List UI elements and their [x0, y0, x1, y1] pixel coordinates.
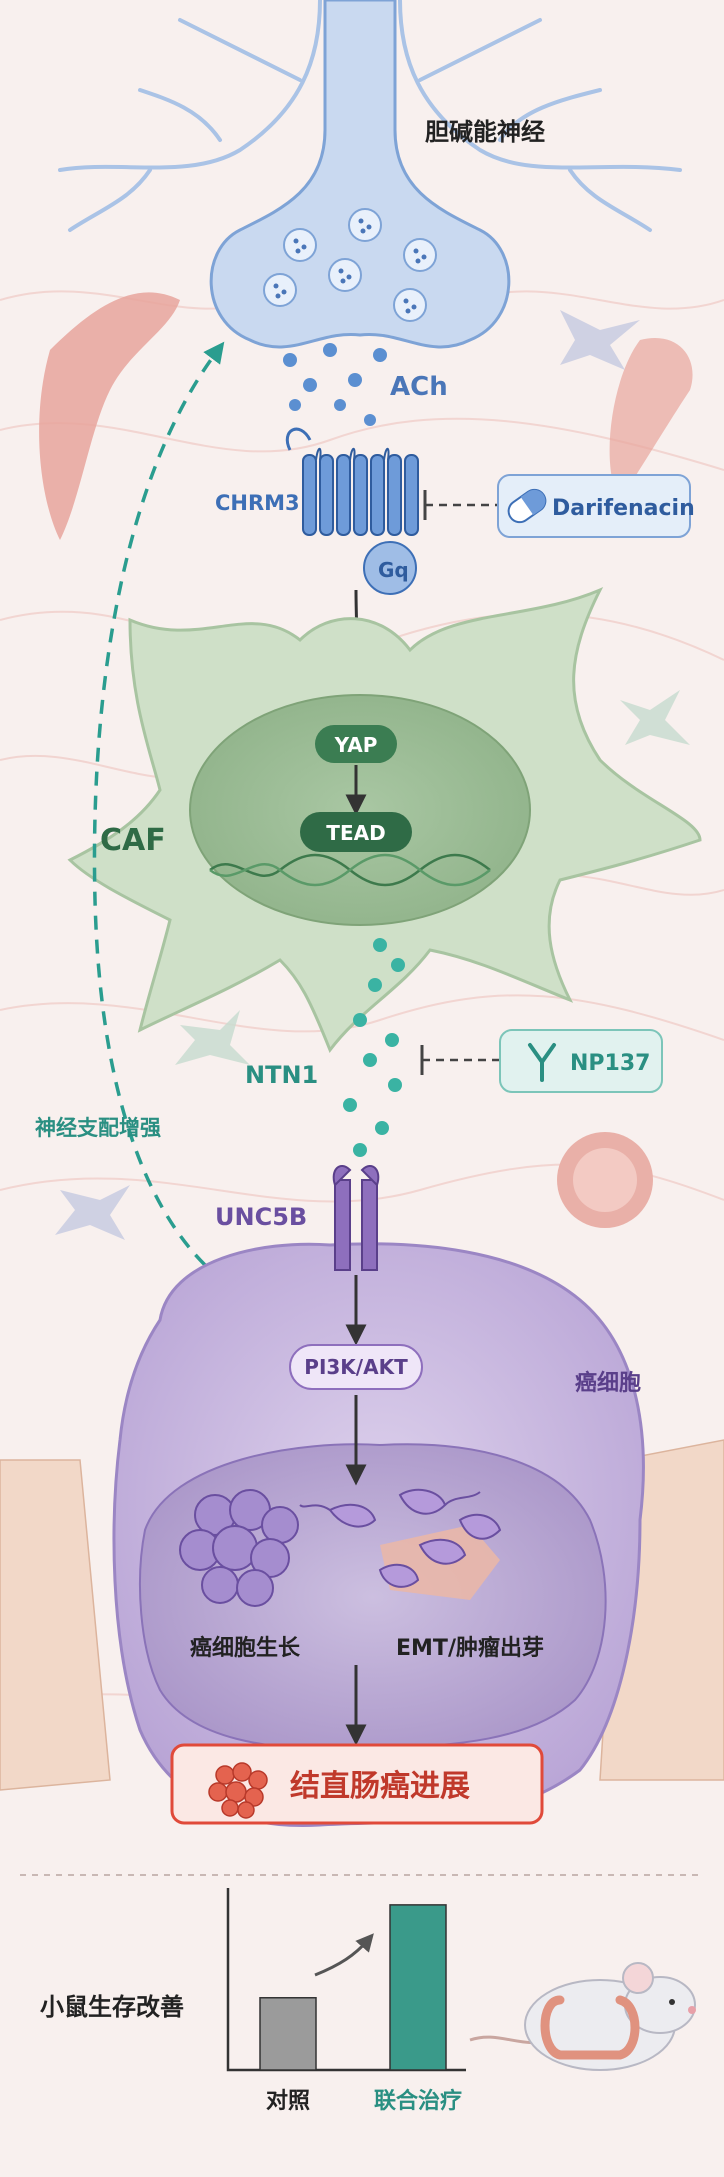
unc5b-receptor	[332, 1165, 380, 1271]
growth-label: 癌细胞生长	[190, 1635, 301, 1661]
emt-label: EMT/肿瘤出芽	[396, 1635, 544, 1661]
chrm3-label: CHRM3	[215, 491, 300, 515]
survival-bar-label: 联合治疗	[374, 2088, 462, 2114]
progression-label: 结直肠癌进展	[290, 1769, 470, 1804]
yap-label: YAP	[334, 733, 378, 757]
np137-box	[499, 1029, 663, 1093]
survival-bar-label: 对照	[266, 2089, 310, 2114]
innervation-label: 神经支配增强	[35, 1116, 161, 1140]
survival-bar-combination	[389, 1904, 447, 2071]
cancer-cell-label: 癌细胞	[575, 1370, 641, 1396]
pi3k-label: PI3K/AKT	[304, 1355, 408, 1379]
mouse-icon	[469, 1962, 696, 2071]
caf-label: CAF	[100, 823, 166, 858]
ntn1-label: NTN1	[245, 1061, 318, 1089]
red-blood-cell	[557, 1132, 653, 1228]
ach-label: ACh	[390, 372, 448, 402]
chrm3-receptor	[285, 427, 419, 595]
blood-vessel	[39, 292, 693, 540]
survival-title: 小鼠生存改善	[40, 1993, 184, 2021]
progression-box	[170, 1743, 544, 1825]
tead-label: TEAD	[326, 821, 385, 845]
cell-cluster-icon	[179, 1489, 299, 1607]
chart-axis	[226, 1888, 466, 2072]
unc5b-label: UNC5B	[215, 1203, 307, 1231]
gq-label: Gq	[378, 558, 409, 582]
innervation-arrow	[92, 341, 225, 1267]
pi3k-box	[289, 1344, 423, 1390]
tead-box	[300, 812, 412, 852]
colon-icon	[540, 1995, 640, 2060]
nerve-terminal	[209, 0, 511, 349]
pill-icon	[507, 488, 547, 524]
ach-molecules	[283, 343, 387, 426]
np137-label: NP137	[570, 1051, 650, 1076]
trend-arrow	[314, 1933, 374, 1977]
tumor-icon	[208, 1762, 268, 1819]
nerve-fibers	[58, 0, 682, 232]
survival-chart: 对照 联合治疗	[226, 1888, 466, 2114]
emt-budding-icon	[299, 1488, 502, 1600]
fibroblast-cells	[55, 310, 690, 1240]
yap-box	[315, 725, 397, 763]
darifenacin-box	[497, 474, 691, 538]
vesicles	[263, 208, 437, 322]
darifenacin-label: Darifenacin	[552, 496, 695, 521]
survival-bar-control	[259, 1997, 317, 2071]
nerve-label: 胆碱能神经	[425, 118, 545, 146]
ntn1-molecules	[343, 938, 405, 1157]
antibody-icon	[528, 1043, 556, 1082]
